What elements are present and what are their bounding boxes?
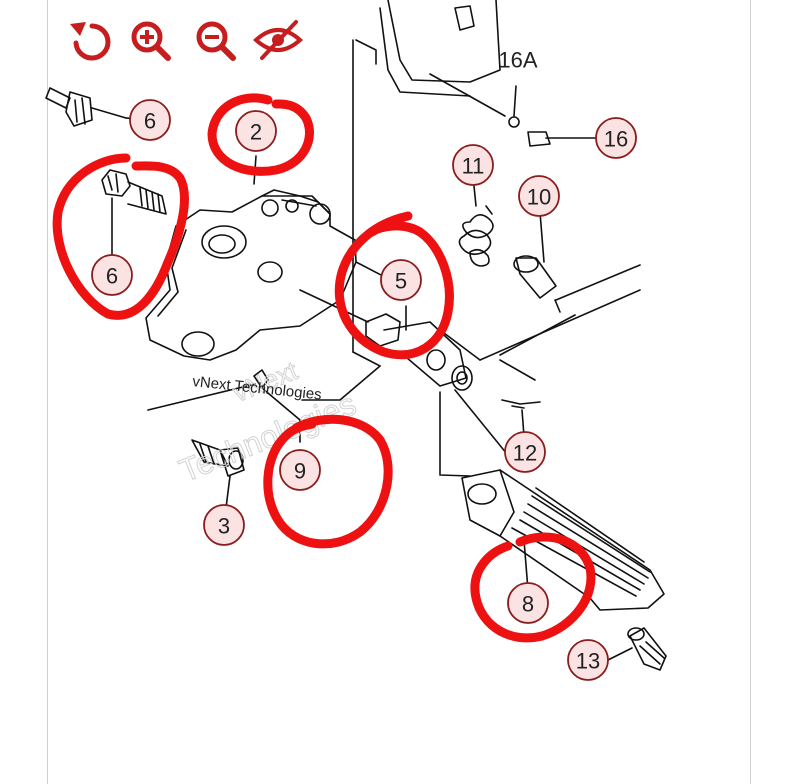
reset-button[interactable] [60, 14, 112, 66]
svg-text:2: 2 [250, 120, 262, 145]
highlight-circle-5 [334, 211, 454, 360]
callouts: 6 2 6 5 11 10 16A [91, 48, 637, 681]
bolt-6-top-drawing [45, 87, 127, 127]
callout-12[interactable]: 12 [504, 431, 546, 473]
svg-text:13: 13 [576, 649, 600, 674]
hide-markers-icon [253, 20, 303, 60]
svg-text:16A: 16A [498, 48, 537, 73]
callout-16[interactable]: 16 [595, 117, 637, 159]
screw-16-drawing [508, 85, 597, 147]
zoom-out-button[interactable] [190, 14, 242, 66]
pedal-pad-8-drawing [461, 469, 665, 611]
page-border-left [47, 0, 48, 784]
highlight-circle-9 [263, 414, 393, 549]
zoom-in-button[interactable] [125, 14, 177, 66]
callout-2[interactable]: 2 [235, 110, 277, 152]
highlight-circle-8 [470, 532, 596, 643]
toolbar [60, 14, 304, 66]
callout-5[interactable]: 5 [380, 259, 422, 301]
hide-markers-button[interactable] [252, 14, 304, 66]
clip-12-drawing [501, 399, 541, 437]
bolt-3-drawing [191, 439, 245, 509]
svg-text:3: 3 [218, 514, 230, 539]
pin-10-drawing [513, 211, 557, 299]
callout-16a[interactable]: 16A [498, 48, 537, 73]
highlight-circle-6 [52, 153, 189, 320]
part-line-art [45, 0, 667, 671]
highlight-circle-2 [207, 93, 314, 176]
frame-bracket-drawing [379, 0, 506, 117]
svg-text:5: 5 [395, 269, 407, 294]
svg-text:9: 9 [294, 459, 306, 484]
pivot-pin-5-drawing [365, 305, 473, 391]
page-border-right [750, 0, 751, 784]
callout-6-top[interactable]: 6 [129, 99, 171, 141]
callout-8[interactable]: 8 [507, 582, 549, 624]
callout-13[interactable]: 13 [567, 639, 609, 681]
svg-text:11: 11 [462, 154, 485, 179]
bolt-6-lower-drawing [101, 169, 167, 257]
svg-text:10: 10 [527, 185, 551, 210]
highlight-marks [52, 93, 596, 643]
callout-6-lower[interactable]: 6 [91, 254, 133, 296]
svg-text:6: 6 [144, 109, 156, 134]
svg-text:6: 6 [106, 264, 118, 289]
stopper-13-drawing [607, 627, 667, 671]
mounting-bracket-drawing [145, 189, 411, 361]
callout-11[interactable]: 11 [452, 144, 494, 186]
zoom-in-icon [131, 21, 171, 61]
spring-11-drawing [458, 185, 494, 267]
svg-text:16: 16 [604, 127, 628, 152]
callout-10[interactable]: 10 [518, 175, 560, 217]
svg-text:8: 8 [522, 592, 534, 617]
callout-3[interactable]: 3 [203, 504, 245, 546]
screw-9-drawing [253, 369, 301, 421]
callout-9[interactable]: 9 [279, 449, 321, 491]
svg-text:12: 12 [513, 441, 537, 466]
zoom-out-icon [196, 21, 236, 61]
reset-icon [70, 22, 111, 61]
